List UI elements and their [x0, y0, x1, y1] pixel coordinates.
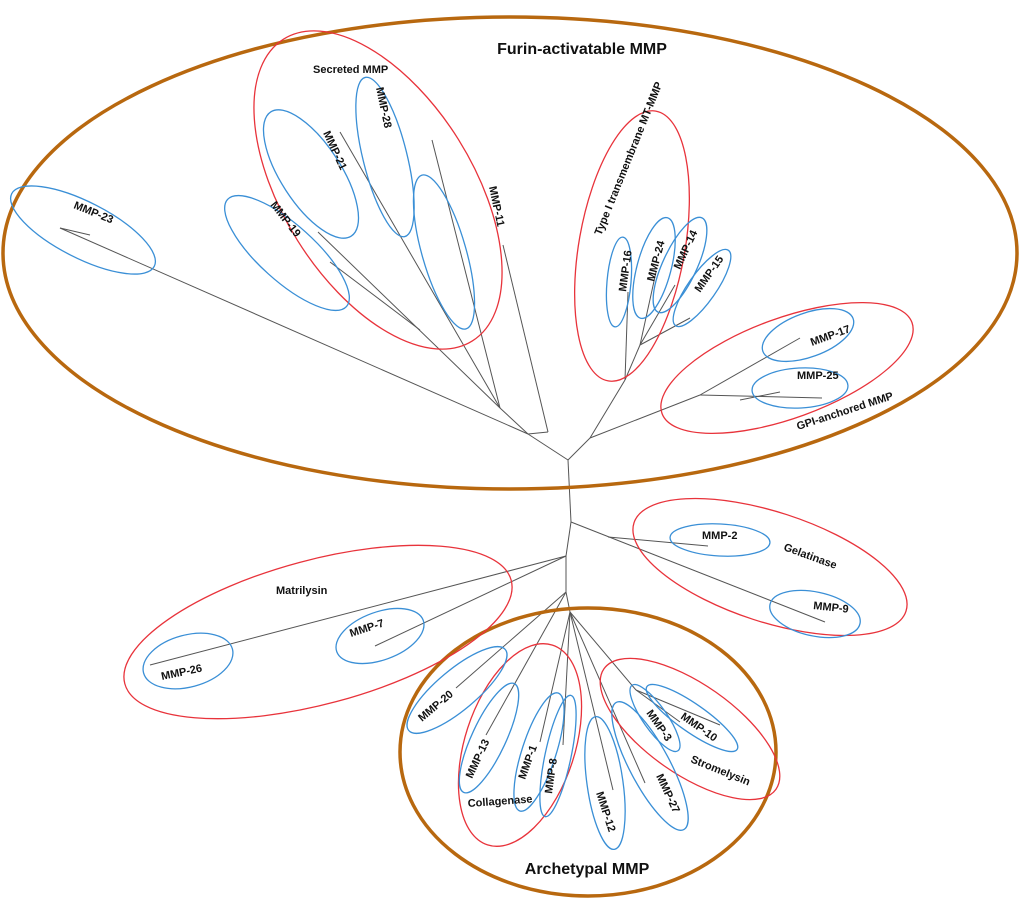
- mmp16-ellipse: [605, 236, 633, 328]
- mmp8-label: MMP-8: [543, 758, 560, 795]
- mmp17-label: MMP-17: [809, 323, 852, 348]
- mmp8-ellipse: [539, 694, 577, 818]
- tree-branch: [635, 689, 721, 726]
- mmp24-label: MMP-24: [645, 239, 668, 283]
- mmp19-ellipse: [224, 194, 350, 312]
- tree-branch: [699, 394, 823, 399]
- stromelysin-group-ellipse: [599, 657, 781, 801]
- tree-branch: [639, 284, 676, 346]
- mmp10-ellipse: [645, 683, 739, 753]
- mmp3-ellipse: [629, 683, 681, 753]
- mmp21-ellipse: [262, 109, 360, 239]
- tree-branch: [589, 394, 701, 439]
- tree-branch: [570, 521, 826, 623]
- type1-group-ellipse: [573, 110, 691, 382]
- archetypal-ellipse: [398, 606, 778, 898]
- tree-branch: [624, 344, 641, 381]
- tree-branch: [317, 231, 501, 409]
- tree-branch: [455, 591, 567, 689]
- mmp23-ellipse: [9, 185, 157, 275]
- tree-branch: [639, 271, 657, 346]
- matrilysin-group-ellipse: [123, 544, 513, 720]
- tree-branch: [539, 611, 571, 743]
- tree-branch: [567, 437, 591, 461]
- mmp2-ellipse: [669, 523, 771, 557]
- secreted-label: Secreted MMP: [313, 64, 388, 76]
- mmp1-ellipse: [513, 692, 565, 812]
- furin-activatable-ellipse: [1, 15, 1019, 491]
- tree-branch: [59, 227, 529, 435]
- mmp26-label: MMP-26: [160, 663, 203, 683]
- tree-branch: [569, 611, 646, 784]
- tree-branch: [499, 407, 529, 435]
- tree-branch: [569, 611, 637, 691]
- mmp9-ellipse: [769, 589, 861, 639]
- tree-branch: [527, 431, 549, 435]
- tree-branch: [374, 555, 567, 647]
- mmp15-ellipse: [672, 248, 732, 328]
- mmp16-label: MMP-16: [617, 250, 635, 293]
- mmp15-label: MMP-15: [693, 254, 727, 295]
- tree-branch: [739, 391, 781, 401]
- tree-branch: [607, 536, 709, 547]
- mmp17-ellipse: [761, 307, 855, 363]
- mmp21-label: MMP-21: [320, 129, 348, 172]
- tree-branch: [565, 521, 572, 557]
- tree-branch: [589, 379, 626, 439]
- gpi-group-ellipse: [660, 301, 914, 435]
- mmp11-ellipse: [412, 174, 476, 330]
- mmp9-label: MMP-9: [813, 600, 850, 616]
- secreted-group-ellipse: [253, 30, 503, 350]
- mmp11-label: MMP-11: [486, 185, 506, 228]
- mmp25-label: MMP-25: [797, 370, 839, 382]
- tree-branch: [59, 227, 91, 236]
- gelatinase-label: Gelatinase: [782, 542, 838, 572]
- mmp13-ellipse: [458, 682, 520, 794]
- mmp14-ellipse: [652, 216, 708, 314]
- collagenase-label: Collagenase: [467, 794, 532, 810]
- matrilysin-label: Matrilysin: [276, 585, 328, 597]
- mmp14-label: MMP-14: [672, 228, 701, 272]
- tree-branch: [485, 591, 567, 736]
- mmp27-ellipse: [611, 701, 689, 831]
- stromelysin-label: Stromelysin: [689, 754, 752, 789]
- mmp7-ellipse: [335, 607, 425, 665]
- tree-branch: [567, 459, 572, 523]
- tree-branch: [149, 555, 567, 666]
- mmp28-ellipse: [355, 76, 415, 238]
- mmp28-label: MMP-28: [373, 86, 393, 129]
- tree-branch: [639, 317, 691, 346]
- mmp20-ellipse: [406, 646, 508, 734]
- mmp1-label: MMP-1: [517, 744, 540, 781]
- collagenase-group-ellipse: [457, 643, 583, 847]
- tree-branch: [569, 611, 614, 791]
- gelatinase-group-ellipse: [632, 497, 908, 637]
- mmp24-ellipse: [632, 216, 676, 320]
- tree-branch: [329, 261, 421, 331]
- tree-branch: [527, 433, 569, 461]
- furin-activatable-label: Furin-activatable MMP: [497, 41, 667, 58]
- tree-branch: [339, 131, 501, 409]
- tree-branch: [699, 337, 801, 396]
- tree-branches: [59, 131, 826, 791]
- mmp2-label: MMP-2: [702, 530, 737, 542]
- tree-branch: [635, 689, 681, 723]
- mmp26-ellipse: [142, 632, 234, 690]
- archetypal-label: Archetypal MMP: [525, 861, 650, 878]
- mmp20-label: MMP-20: [416, 688, 456, 724]
- tree-branch: [562, 611, 571, 746]
- mmp12-ellipse: [584, 715, 626, 851]
- tree-branch: [502, 244, 549, 433]
- mmp25-ellipse: [751, 367, 849, 409]
- mmp7-label: MMP-7: [348, 617, 385, 639]
- tree-branch: [431, 139, 501, 409]
